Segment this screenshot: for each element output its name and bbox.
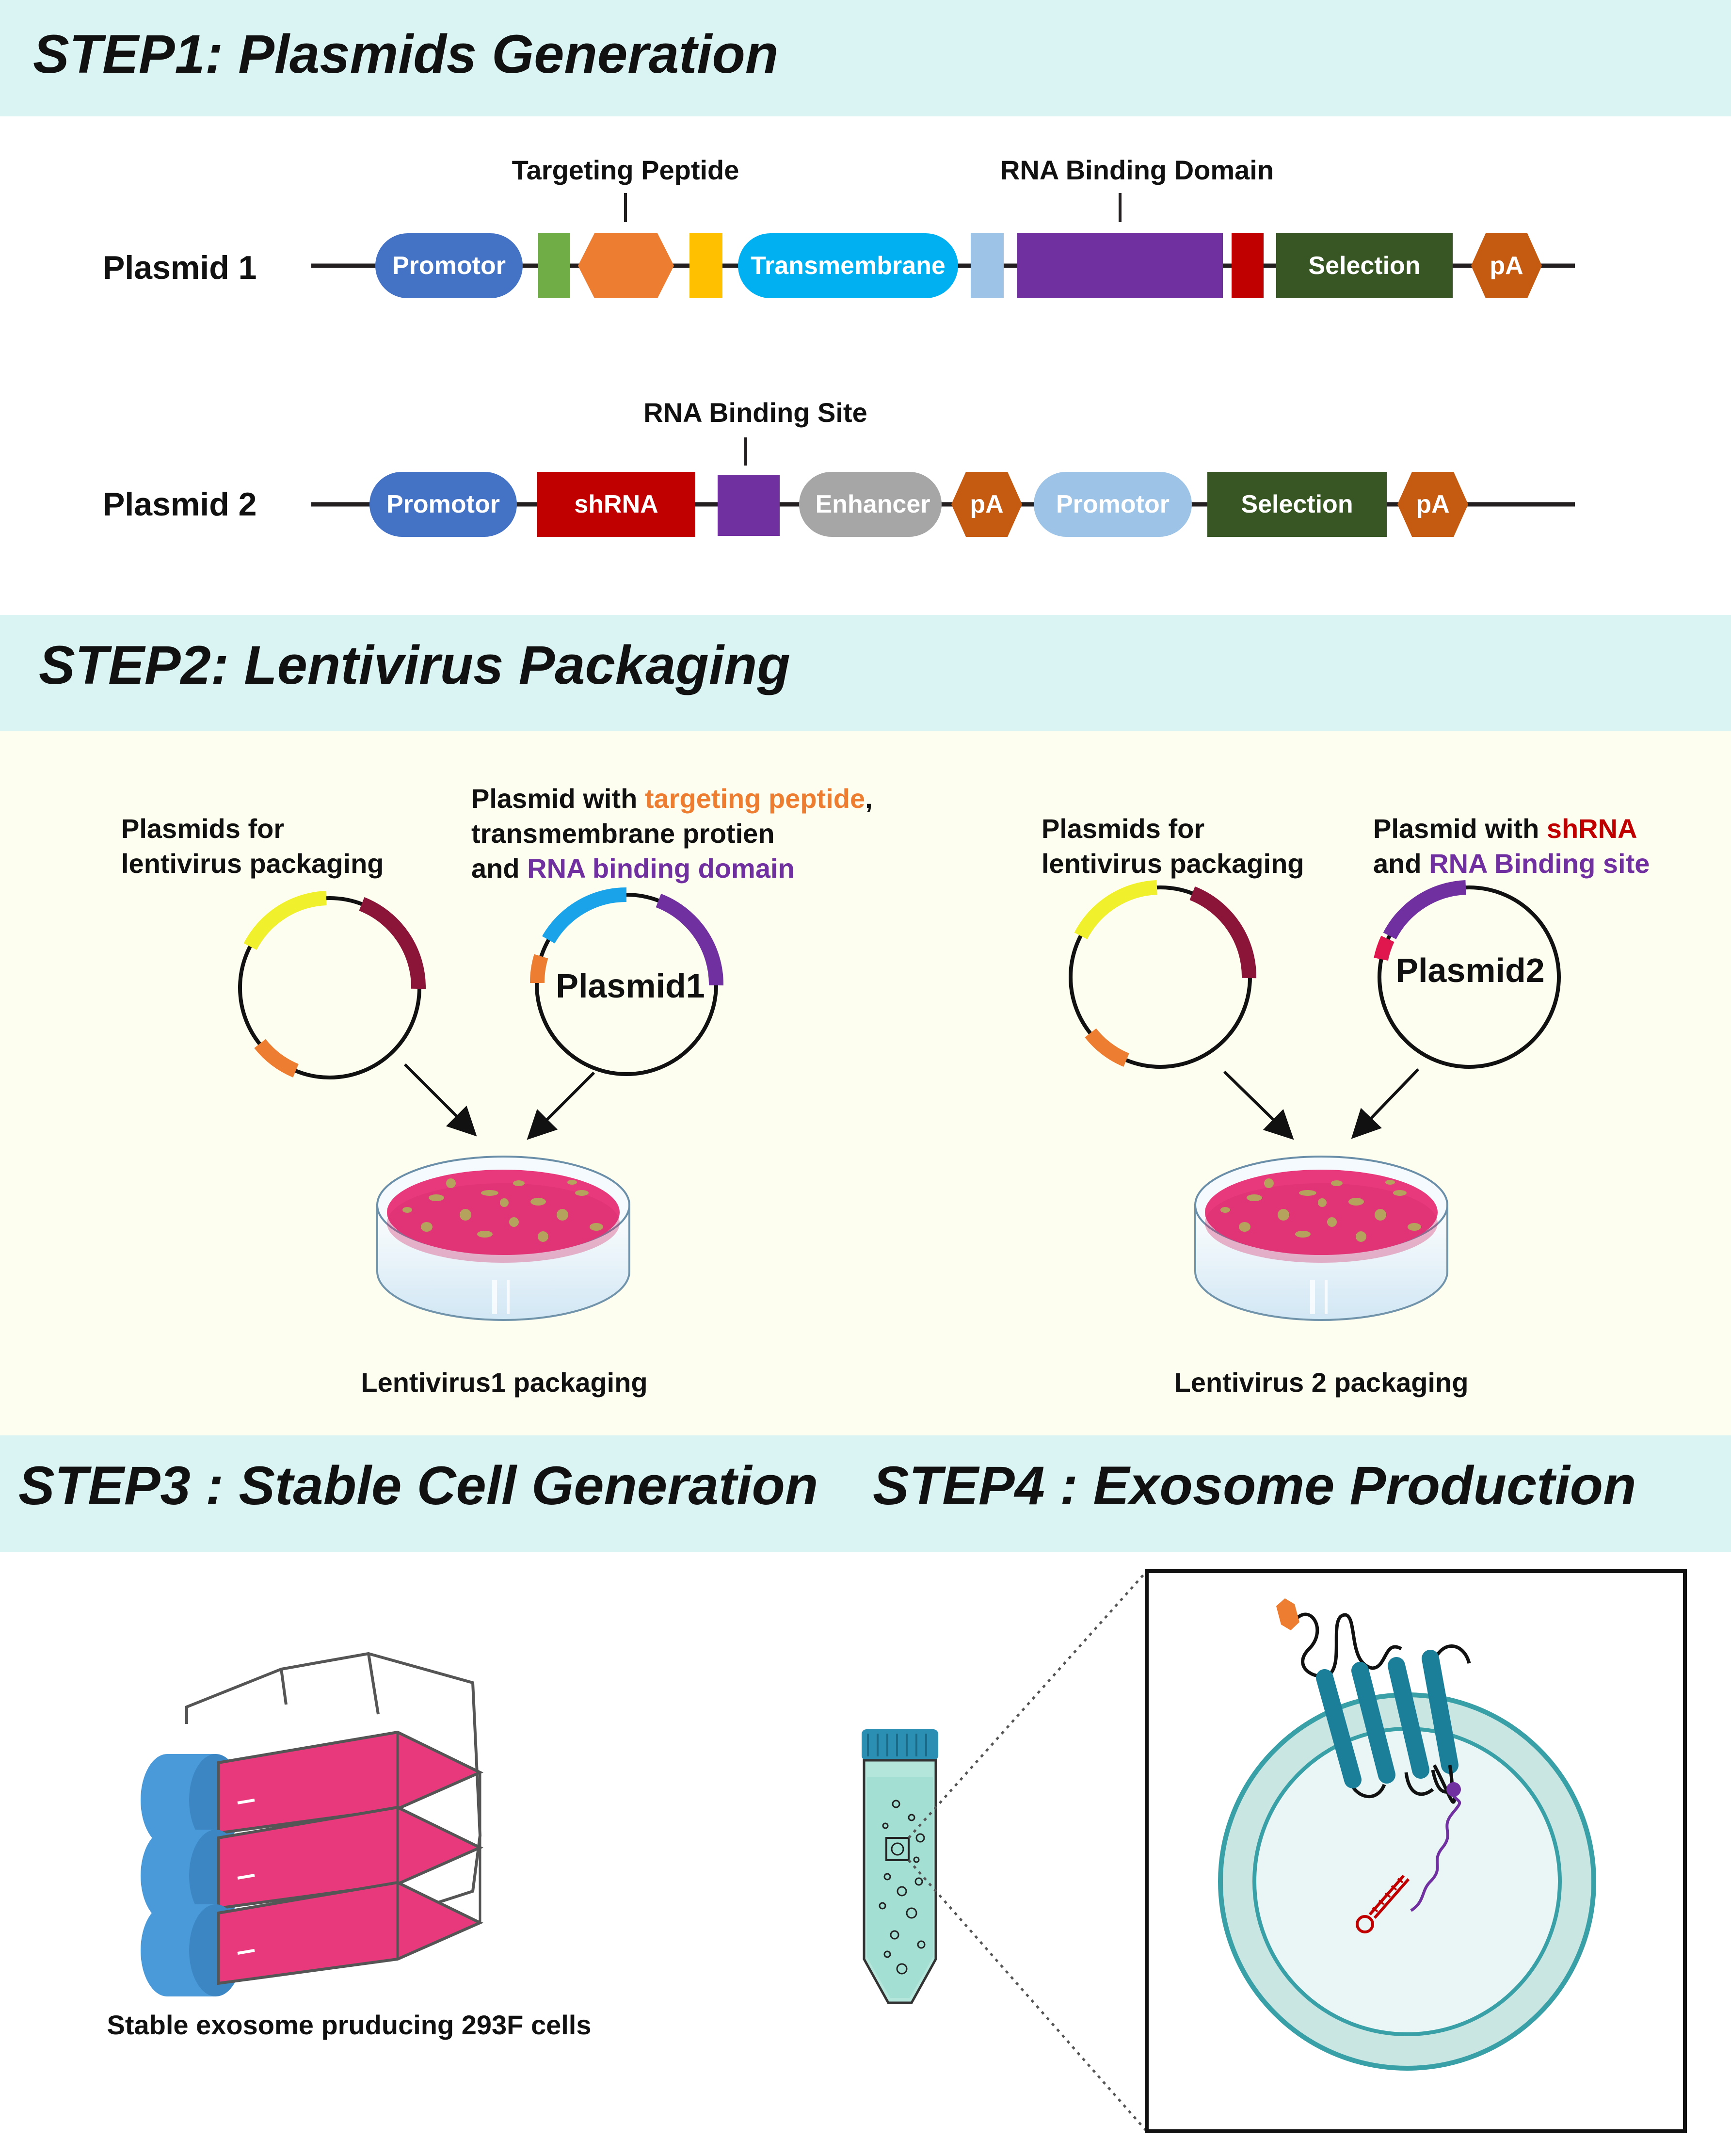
step1-header-band (0, 0, 1731, 116)
packaging-2-panel: Plasmids for lentivirus packaging Plasmi… (1042, 813, 1650, 1398)
pa-2-label: pA (1416, 490, 1449, 518)
signal-segment-green (538, 233, 570, 298)
arrow-plasmid2-to-dish (1351, 1068, 1420, 1139)
petri-dish-2 (1194, 1156, 1448, 1321)
targeting-peptide-marker (1276, 1598, 1299, 1630)
zoom-guide-bottom (908, 1859, 1148, 2132)
helper-plasmid-circle-2 (1069, 880, 1257, 1069)
plasmid1-desc-and: and (471, 853, 527, 884)
promotor-element (375, 233, 523, 298)
shrna-element (537, 472, 695, 537)
cell-speckles-1 (402, 1178, 603, 1242)
plasmid2-desc-rbs: RNA Binding site (1429, 848, 1650, 879)
plasmid2-description-line1: Plasmid with shRNA (1373, 813, 1637, 844)
transmembrane-element-label: Transmembrane (751, 252, 946, 280)
flask-layer-3 (141, 1881, 484, 1996)
transmembrane-element (738, 233, 958, 298)
step34-header-band (0, 1435, 1731, 1552)
rna-binding-domain-callout: RNA Binding Domain (1000, 155, 1274, 185)
pa-label: pA (1490, 252, 1523, 280)
plasmid-2-label: Plasmid 2 (103, 486, 257, 523)
plasmid1-description-line2: transmembrane protien (471, 818, 775, 849)
plasmid2-circle: Plasmid2 (1374, 880, 1561, 1069)
step3-title: STEP3 : Stable Cell Generation (18, 1455, 818, 1516)
step4-title: STEP4 : Exosome Production (873, 1455, 1636, 1516)
plasmid1-circle: Plasmid1 (529, 887, 724, 1076)
zoom-source-box (885, 1837, 910, 1861)
shrna-hairpin (1356, 1875, 1410, 1933)
enhancer-label: Enhancer (816, 490, 930, 518)
plasmid-1-map: Plasmid 1 Targeting Peptide RNA Binding … (103, 155, 1575, 298)
plasmid2-circle-label: Plasmid2 (1395, 951, 1544, 989)
step2-content-band (0, 731, 1731, 1435)
plasmid1-description-line1: Plasmid with targeting peptide, (471, 783, 873, 814)
promotor-2-label: Promotor (1056, 490, 1170, 518)
transmembrane-protein (1292, 1612, 1471, 1804)
stop-segment-red (1232, 233, 1264, 298)
promotor-1-label: Promotor (386, 490, 500, 518)
plasmid2-desc-prefix: Plasmid with (1373, 813, 1547, 844)
enhancer-element (799, 472, 942, 537)
plasmid1-desc-comma: , (865, 783, 873, 814)
packaging-1-caption: Lentivirus1 packaging (361, 1367, 647, 1398)
plasmid1-desc-targeting: targeting peptide (645, 783, 865, 814)
pa-1-hexagon (951, 472, 1022, 537)
petri-dish-1 (376, 1156, 630, 1321)
step3-caption: Stable exosome pruducing 293F cells (107, 2010, 591, 2040)
rna-binding-domain-dot (1446, 1782, 1461, 1797)
step1-title: STEP1: Plasmids Generation (33, 24, 778, 84)
arrow-helper-1-to-dish (403, 1063, 477, 1137)
plasmid1-description-line3: and RNA binding domain (471, 853, 795, 884)
plasmid2-description-line2: and RNA Binding site (1373, 848, 1650, 879)
arrow-plasmid1-to-dish (527, 1071, 595, 1140)
helper-plasmids-1-line1: Plasmids for (121, 813, 284, 844)
packaging-1-panel: Plasmids for lentivirus packaging Plasmi… (121, 783, 873, 1398)
arrow-helper-2-to-dish (1223, 1070, 1294, 1140)
selection-2-element (1207, 472, 1387, 537)
promotor-2-element (1034, 472, 1192, 537)
selection-2-label: Selection (1241, 490, 1353, 518)
linker-segment-lightblue (971, 233, 1004, 298)
flask-layer-2 (141, 1805, 484, 1922)
step2-title: STEP2: Lentivirus Packaging (39, 635, 790, 695)
conical-tube (862, 1729, 938, 2004)
exosome-bubbles (879, 1800, 926, 1975)
promotor-1-element (369, 472, 517, 537)
cell-speckles-2 (1220, 1178, 1421, 1242)
selection-element (1276, 233, 1453, 298)
helper-plasmids-2-line2: lentivirus packaging (1042, 848, 1304, 879)
rna-binding-site-callout: RNA Binding Site (643, 397, 867, 428)
helper-plasmids-1-line2: lentivirus packaging (121, 848, 384, 879)
plasmid1-desc-prefix: Plasmid with (471, 783, 645, 814)
plasmid2-desc-and: and (1373, 848, 1429, 879)
helper-plasmid-circle-1 (238, 891, 426, 1079)
packaging-2-caption: Lentivirus 2 packaging (1174, 1367, 1469, 1398)
rna-binding-domain-element (1017, 233, 1223, 298)
pa-1-label: pA (970, 490, 1003, 518)
plasmid-1-label: Plasmid 1 (103, 249, 257, 286)
zoom-guide-top (908, 1570, 1148, 1839)
exosome-zoom-panel (1145, 1569, 1687, 2133)
plasmid1-desc-rbd: RNA binding domain (527, 853, 795, 884)
helper-plasmids-2-line1: Plasmids for (1042, 813, 1204, 844)
targeting-peptide-hexagon (578, 233, 674, 298)
plasmid2-desc-shrna: shRNA (1547, 813, 1637, 844)
targeting-peptide-callout: Targeting Peptide (512, 155, 739, 185)
rna-binding-site-element (718, 475, 780, 536)
step2-header-band (0, 615, 1731, 731)
linker-segment-yellow (689, 233, 722, 298)
promotor-element-label: Promotor (392, 252, 506, 280)
stacked-cell-flasks (141, 1652, 484, 1996)
plasmid1-circle-label: Plasmid1 (556, 967, 705, 1005)
rna-binding-domain-tether (1410, 1793, 1461, 1912)
pa-2-hexagon (1397, 472, 1468, 537)
shrna-label: shRNA (574, 490, 658, 518)
selection-element-label: Selection (1308, 252, 1420, 280)
plasmid-2-map: Plasmid 2 RNA Binding Site Promotor shRN… (103, 397, 1575, 537)
pa-hexagon (1471, 233, 1542, 298)
